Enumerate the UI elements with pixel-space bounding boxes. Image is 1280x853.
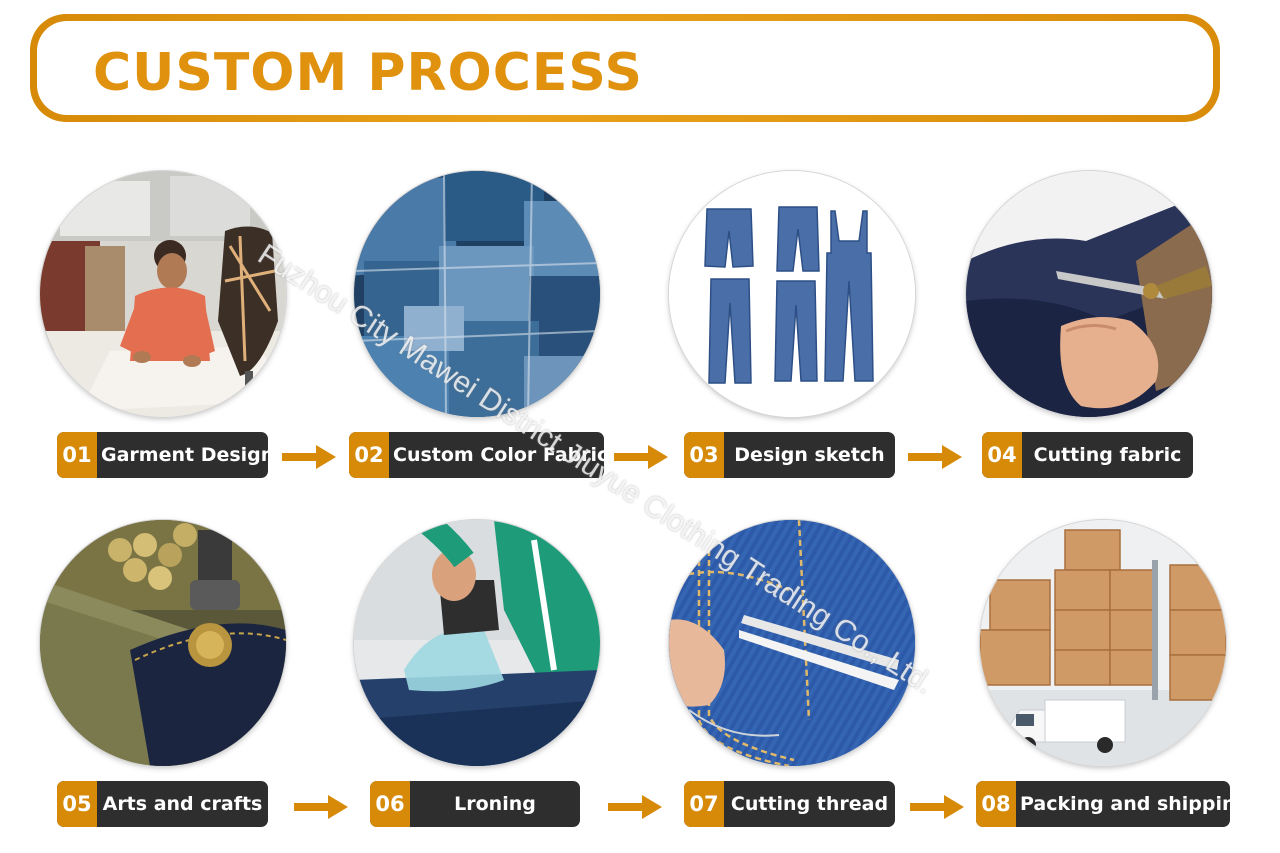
header-banner: CUSTOM PROCESS: [30, 14, 1220, 122]
scissors-cutting-photo: [966, 171, 1212, 417]
step-title: Packing and shipping: [1020, 793, 1230, 815]
step-title: Cutting fabric: [1033, 444, 1182, 466]
step-number: 06: [370, 781, 410, 827]
step-title: Custom Color Fabrics: [393, 444, 604, 466]
step-title: Arts and crafts: [102, 793, 263, 815]
step-number: 05: [57, 781, 97, 827]
step-number: 08: [976, 781, 1016, 827]
step-06-label: 06 Lroning: [370, 781, 580, 827]
thread-snipping-photo: [669, 520, 915, 766]
step-05-label: 05 Arts and crafts: [57, 781, 268, 827]
arrow-right-icon: [282, 445, 336, 469]
button-press-photo: [40, 520, 286, 766]
step-number: 02: [349, 432, 389, 478]
step-number: 01: [57, 432, 97, 478]
header-banner-inner: CUSTOM PROCESS: [37, 21, 1213, 115]
step-number: 07: [684, 781, 724, 827]
step-04-label: 04 Cutting fabric: [982, 432, 1193, 478]
jeans-sketch-illustration: [669, 171, 915, 417]
step-01-label: 01 Garment Design: [57, 432, 268, 478]
steam-iron-photo: [354, 520, 600, 766]
step-title: Cutting thread: [730, 793, 889, 815]
arrow-right-icon: [614, 445, 668, 469]
step-title: Design sketch: [734, 444, 885, 466]
denim-fabric-photo: [354, 171, 600, 417]
arrow-right-icon: [294, 795, 348, 819]
step-title: Lroning: [454, 793, 536, 815]
step-title: Garment Design: [101, 444, 268, 466]
arrow-right-icon: [910, 795, 964, 819]
step-03-label: 03 Design sketch: [684, 432, 895, 478]
garment-design-photo: [40, 171, 286, 417]
step-02-label: 02 Custom Color Fabrics: [349, 432, 604, 478]
step-07-label: 07 Cutting thread: [684, 781, 895, 827]
step-number: 04: [982, 432, 1022, 478]
boxes-truck-photo: [980, 520, 1226, 766]
step-number: 03: [684, 432, 724, 478]
page-title: CUSTOM PROCESS: [93, 43, 643, 103]
arrow-right-icon: [908, 445, 962, 469]
arrow-right-icon: [608, 795, 662, 819]
step-08-label: 08 Packing and shipping: [976, 781, 1230, 827]
